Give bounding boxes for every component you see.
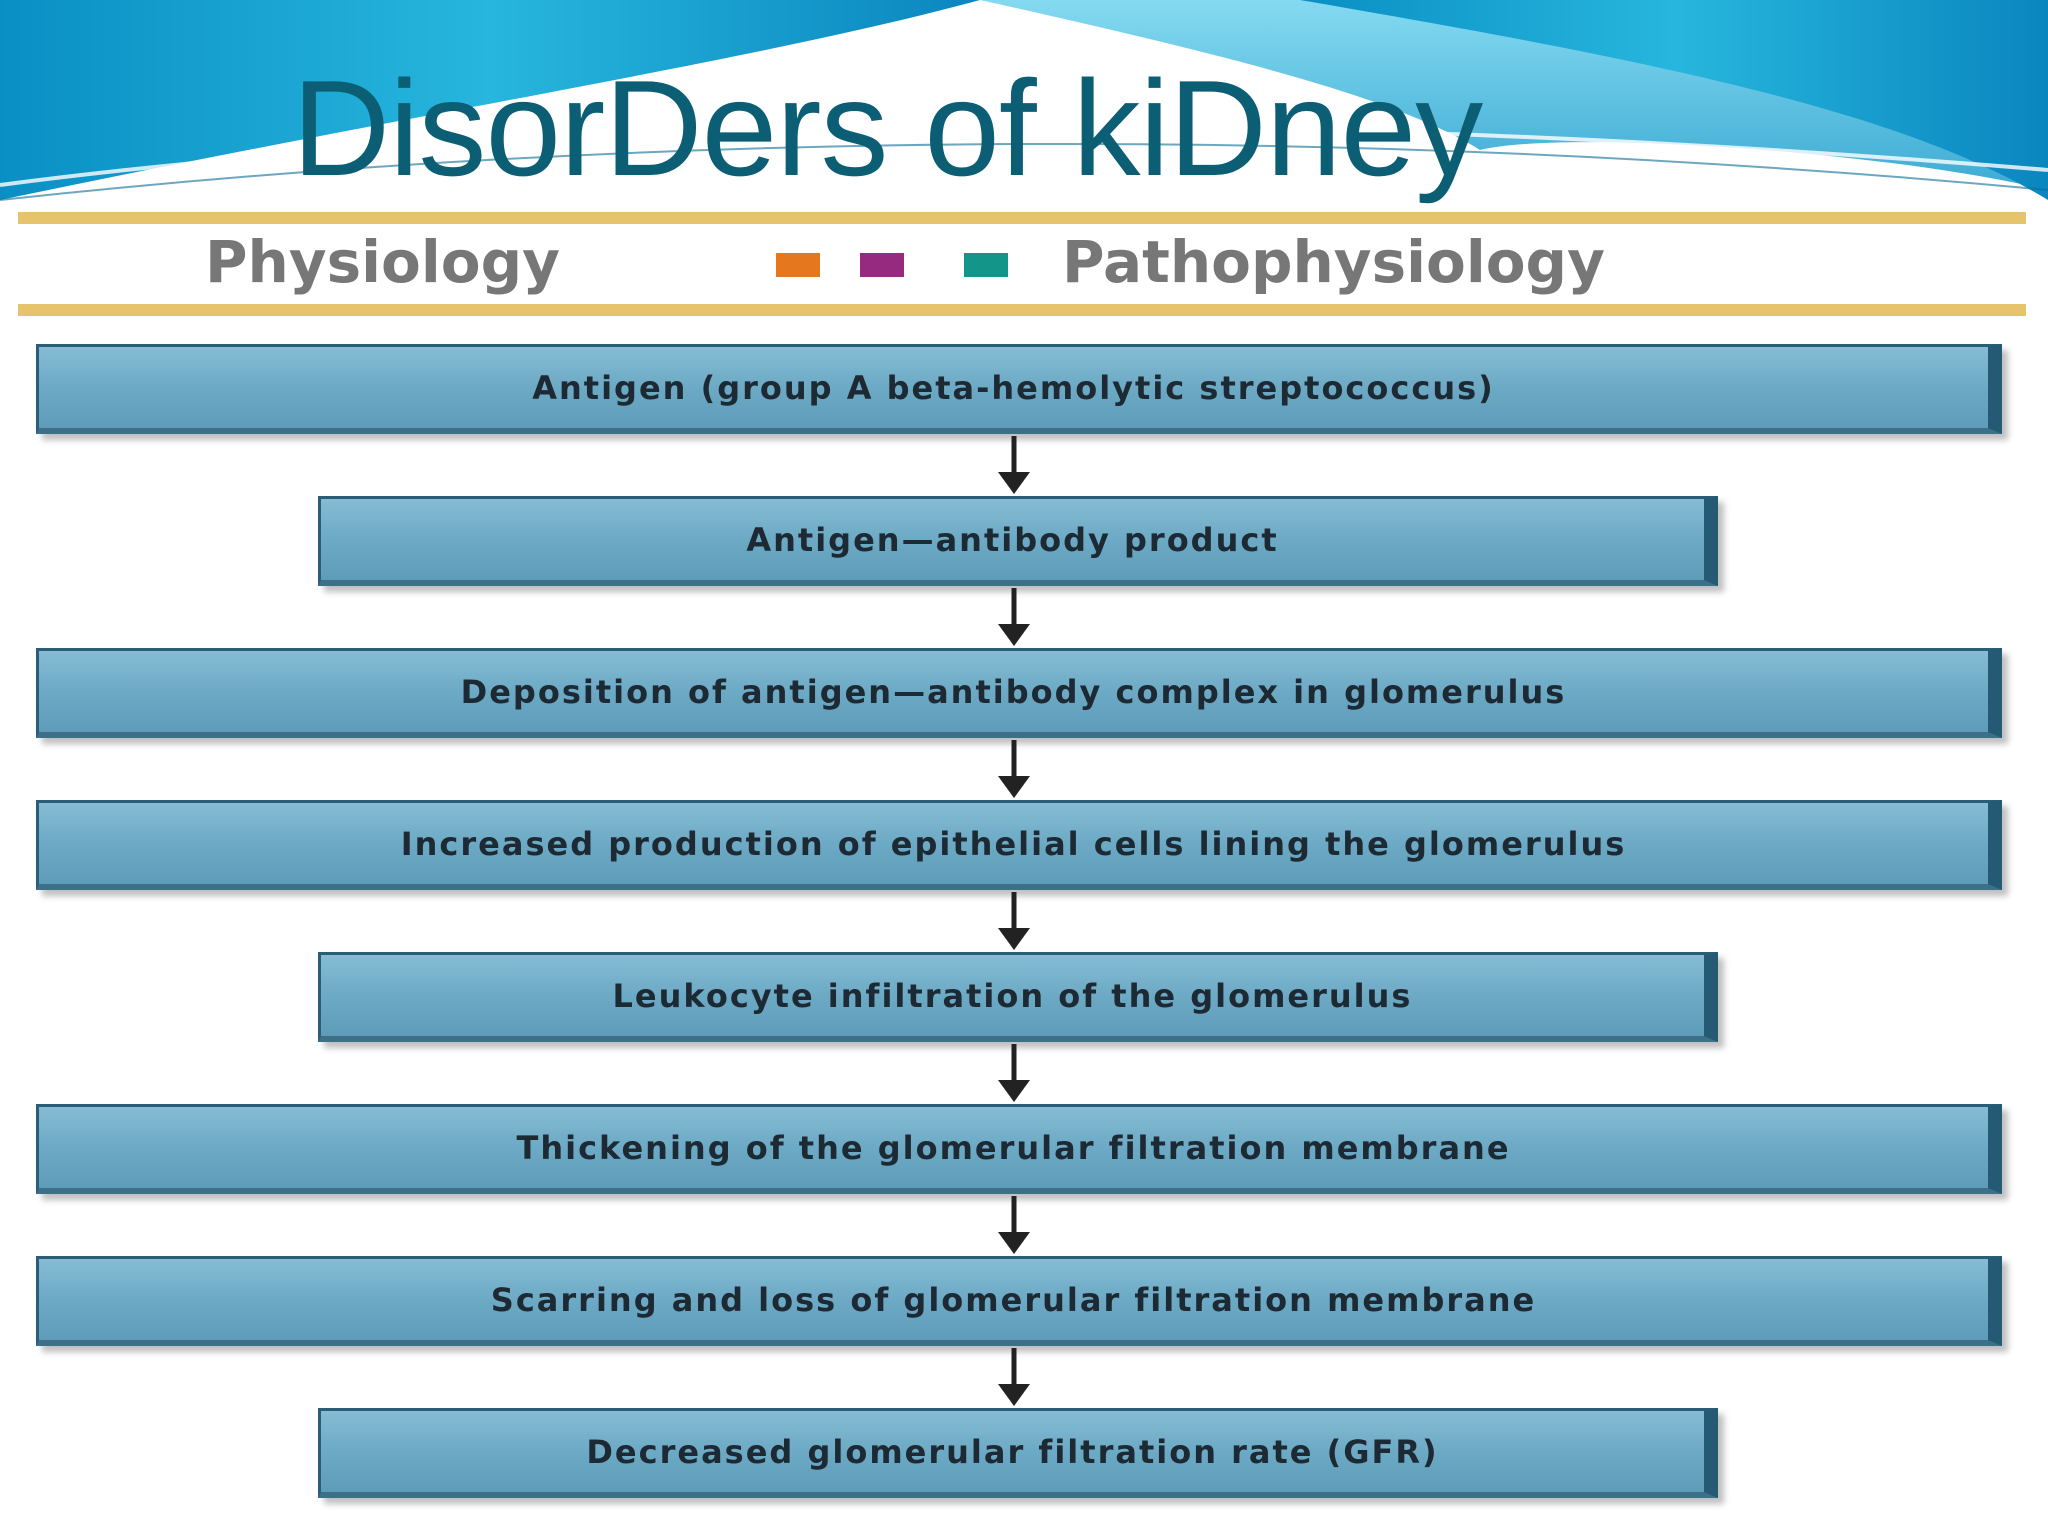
band-label-pathophysiology: Pathophysiology <box>1062 228 1605 296</box>
flow-step-1: Antigen (group A beta-hemolytic streptoc… <box>36 344 2002 434</box>
flow-step-label: Deposition of antigen—antibody complex i… <box>460 672 1567 711</box>
flow-step-6: Thickening of the glomerular filtration … <box>36 1104 2002 1194</box>
band-label-physiology: Physiology <box>205 228 560 296</box>
flow-step-3: Deposition of antigen—antibody complex i… <box>36 648 2002 738</box>
flow-step-label: Scarring and loss of glomerular filtrati… <box>490 1280 1537 1319</box>
teal-swatch <box>964 253 1008 277</box>
flow-step-label: Thickening of the glomerular filtration … <box>516 1128 1511 1167</box>
down-arrow-icon <box>998 1044 1030 1102</box>
down-arrow-icon <box>998 436 1030 494</box>
flow-step-4: Increased production of epithelial cells… <box>36 800 2002 890</box>
down-arrow-icon <box>998 588 1030 646</box>
purple-swatch <box>860 253 904 277</box>
header-wave-decoration <box>0 0 2048 201</box>
flow-step-label: Antigen (group A beta-hemolytic streptoc… <box>532 368 1495 407</box>
flow-step-label: Antigen—antibody product <box>746 520 1279 559</box>
down-arrow-icon <box>998 1196 1030 1254</box>
orange-swatch <box>776 253 820 277</box>
flow-step-5: Leukocyte infiltration of the glomerulus <box>318 952 1718 1042</box>
flow-step-label: Decreased glomerular filtration rate (GF… <box>586 1432 1439 1471</box>
slide-title: DisorDers of kiDney <box>292 52 1483 204</box>
flow-step-label: Leukocyte infiltration of the glomerulus <box>612 976 1413 1015</box>
flow-step-2: Antigen—antibody product <box>318 496 1718 586</box>
band-top-rule <box>18 212 2026 224</box>
flow-step-label: Increased production of epithelial cells… <box>400 824 1627 863</box>
down-arrow-icon <box>998 740 1030 798</box>
down-arrow-icon <box>998 1348 1030 1406</box>
flow-step-8: Decreased glomerular filtration rate (GF… <box>318 1408 1718 1498</box>
band-bottom-rule <box>18 304 2026 316</box>
flow-step-7: Scarring and loss of glomerular filtrati… <box>36 1256 2002 1346</box>
down-arrow-icon <box>998 892 1030 950</box>
